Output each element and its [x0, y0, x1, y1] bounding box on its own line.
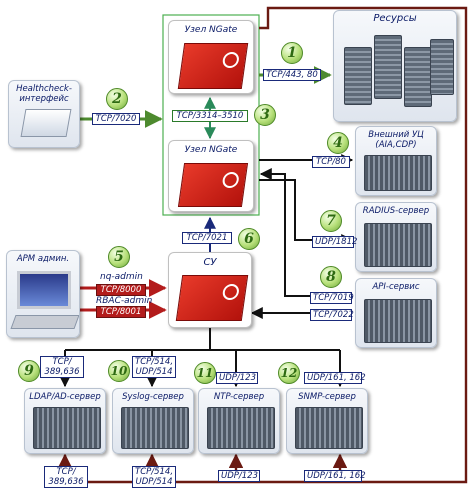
step-number-5: 5: [108, 246, 130, 268]
healthcheck-node: Healthcheck- интерфейс: [8, 80, 80, 148]
external-ca-node: Внешний УЦ (AIA,CDP): [355, 126, 437, 196]
ngate-top-title: Узел NGate: [184, 25, 238, 35]
arm-title: АРМ админ.: [16, 254, 70, 264]
server-rack-icon: [404, 47, 432, 107]
step-number-6: 6: [238, 228, 260, 250]
ngate-node-top: Узел NGate: [168, 20, 254, 94]
su-node: СУ: [168, 252, 252, 328]
port-snmp: UDP/161, 162: [304, 372, 366, 384]
step-number-8: 8: [320, 266, 342, 288]
step-number-11: 11: [194, 362, 216, 384]
healthcheck-title: Healthcheck- интерфейс: [16, 84, 72, 104]
label-rbac-admin: RBAC-admin: [96, 296, 153, 306]
port-radius: UDP/1812: [312, 236, 357, 248]
server-icon: [364, 299, 432, 343]
ngate-bottom-device: [177, 163, 249, 207]
server-icon: [207, 407, 275, 449]
server-icon: [121, 407, 189, 449]
port-ldap-bottom: TCP/ 389,636: [44, 466, 88, 488]
server-icon: [295, 407, 363, 449]
port-cluster: TCP/3314–3510: [172, 110, 248, 122]
server-rack-icon: [374, 35, 402, 99]
step-number-2: 2: [106, 88, 128, 110]
su-device: [175, 275, 249, 321]
port-healthcheck: TCP/7020: [92, 113, 140, 125]
label-nq-admin: nq-admin: [100, 272, 143, 282]
snmp-node: SNMP-сервер: [286, 388, 368, 454]
ngate-node-bottom: Узел NGate: [168, 140, 254, 212]
ldap-title: LDAP/AD-сервер: [29, 392, 101, 402]
port-ntp: UDP/123: [216, 372, 258, 384]
ntp-title: NTP-сервер: [213, 392, 265, 402]
su-title: СУ: [203, 257, 217, 268]
api-title: API-сервис: [372, 282, 420, 292]
step-number-7: 7: [320, 210, 342, 232]
arm-node: АРМ админ.: [6, 250, 80, 338]
port-snmp-bottom: UDP/161, 162: [304, 470, 366, 482]
syslog-title: Syslog-сервер: [122, 392, 184, 402]
snmp-title: SNMP-сервер: [298, 392, 356, 402]
port-api-1: TCP/7019: [310, 292, 354, 304]
server-icon: [364, 155, 432, 191]
port-ca: TCP/80: [312, 156, 350, 168]
ldap-node: LDAP/AD-сервер: [24, 388, 106, 454]
port-api-2: TCP/7022: [310, 309, 354, 321]
step-number-4: 4: [327, 132, 349, 154]
api-node: API-сервис: [355, 278, 437, 348]
external-ca-title: Внешний УЦ (AIA,CDP): [368, 130, 424, 150]
server-rack-icon: [344, 47, 372, 105]
syslog-node: Syslog-сервер: [112, 388, 194, 454]
router-icon: [20, 109, 72, 137]
radius-node: RADIUS-сервер: [355, 202, 437, 272]
ngate-logo-icon: [221, 172, 240, 188]
ntp-node: NTP-сервер: [198, 388, 280, 454]
port-arm-1: TCP/8000: [96, 284, 146, 296]
step-number-10: 10: [108, 360, 130, 382]
port-syslog-bottom: TCP/514, UDP/514: [132, 466, 176, 488]
ngate-top-device: [177, 43, 249, 89]
step-number-3: 3: [254, 104, 276, 126]
server-icon: [33, 407, 101, 449]
port-su: TCP/7021: [182, 232, 232, 244]
ngate-logo-icon: [221, 52, 240, 68]
edge-ngate-radius: [259, 179, 354, 246]
monitor-icon: [17, 271, 71, 309]
ngate-logo-icon: [221, 284, 240, 300]
server-rack-icon: [430, 39, 454, 95]
port-ntp-bottom: UDP/123: [218, 470, 260, 482]
port-arm-2: TCP/8001: [96, 306, 146, 318]
step-number-9: 9: [18, 360, 40, 382]
resources-node: Ресурсы: [333, 10, 457, 122]
keyboard-icon: [10, 315, 79, 329]
server-icon: [364, 223, 432, 267]
port-resources: TCP/443, 80: [263, 69, 321, 81]
ngate-bottom-title: Узел NGate: [184, 145, 238, 155]
step-number-1: 1: [281, 42, 303, 64]
resources-title: Ресурсы: [373, 13, 417, 24]
port-ldap: TCP/ 389,636: [40, 356, 84, 378]
port-syslog: TCP/514, UDP/514: [132, 356, 176, 378]
radius-title: RADIUS-сервер: [362, 206, 430, 216]
step-number-12: 12: [278, 362, 300, 384]
